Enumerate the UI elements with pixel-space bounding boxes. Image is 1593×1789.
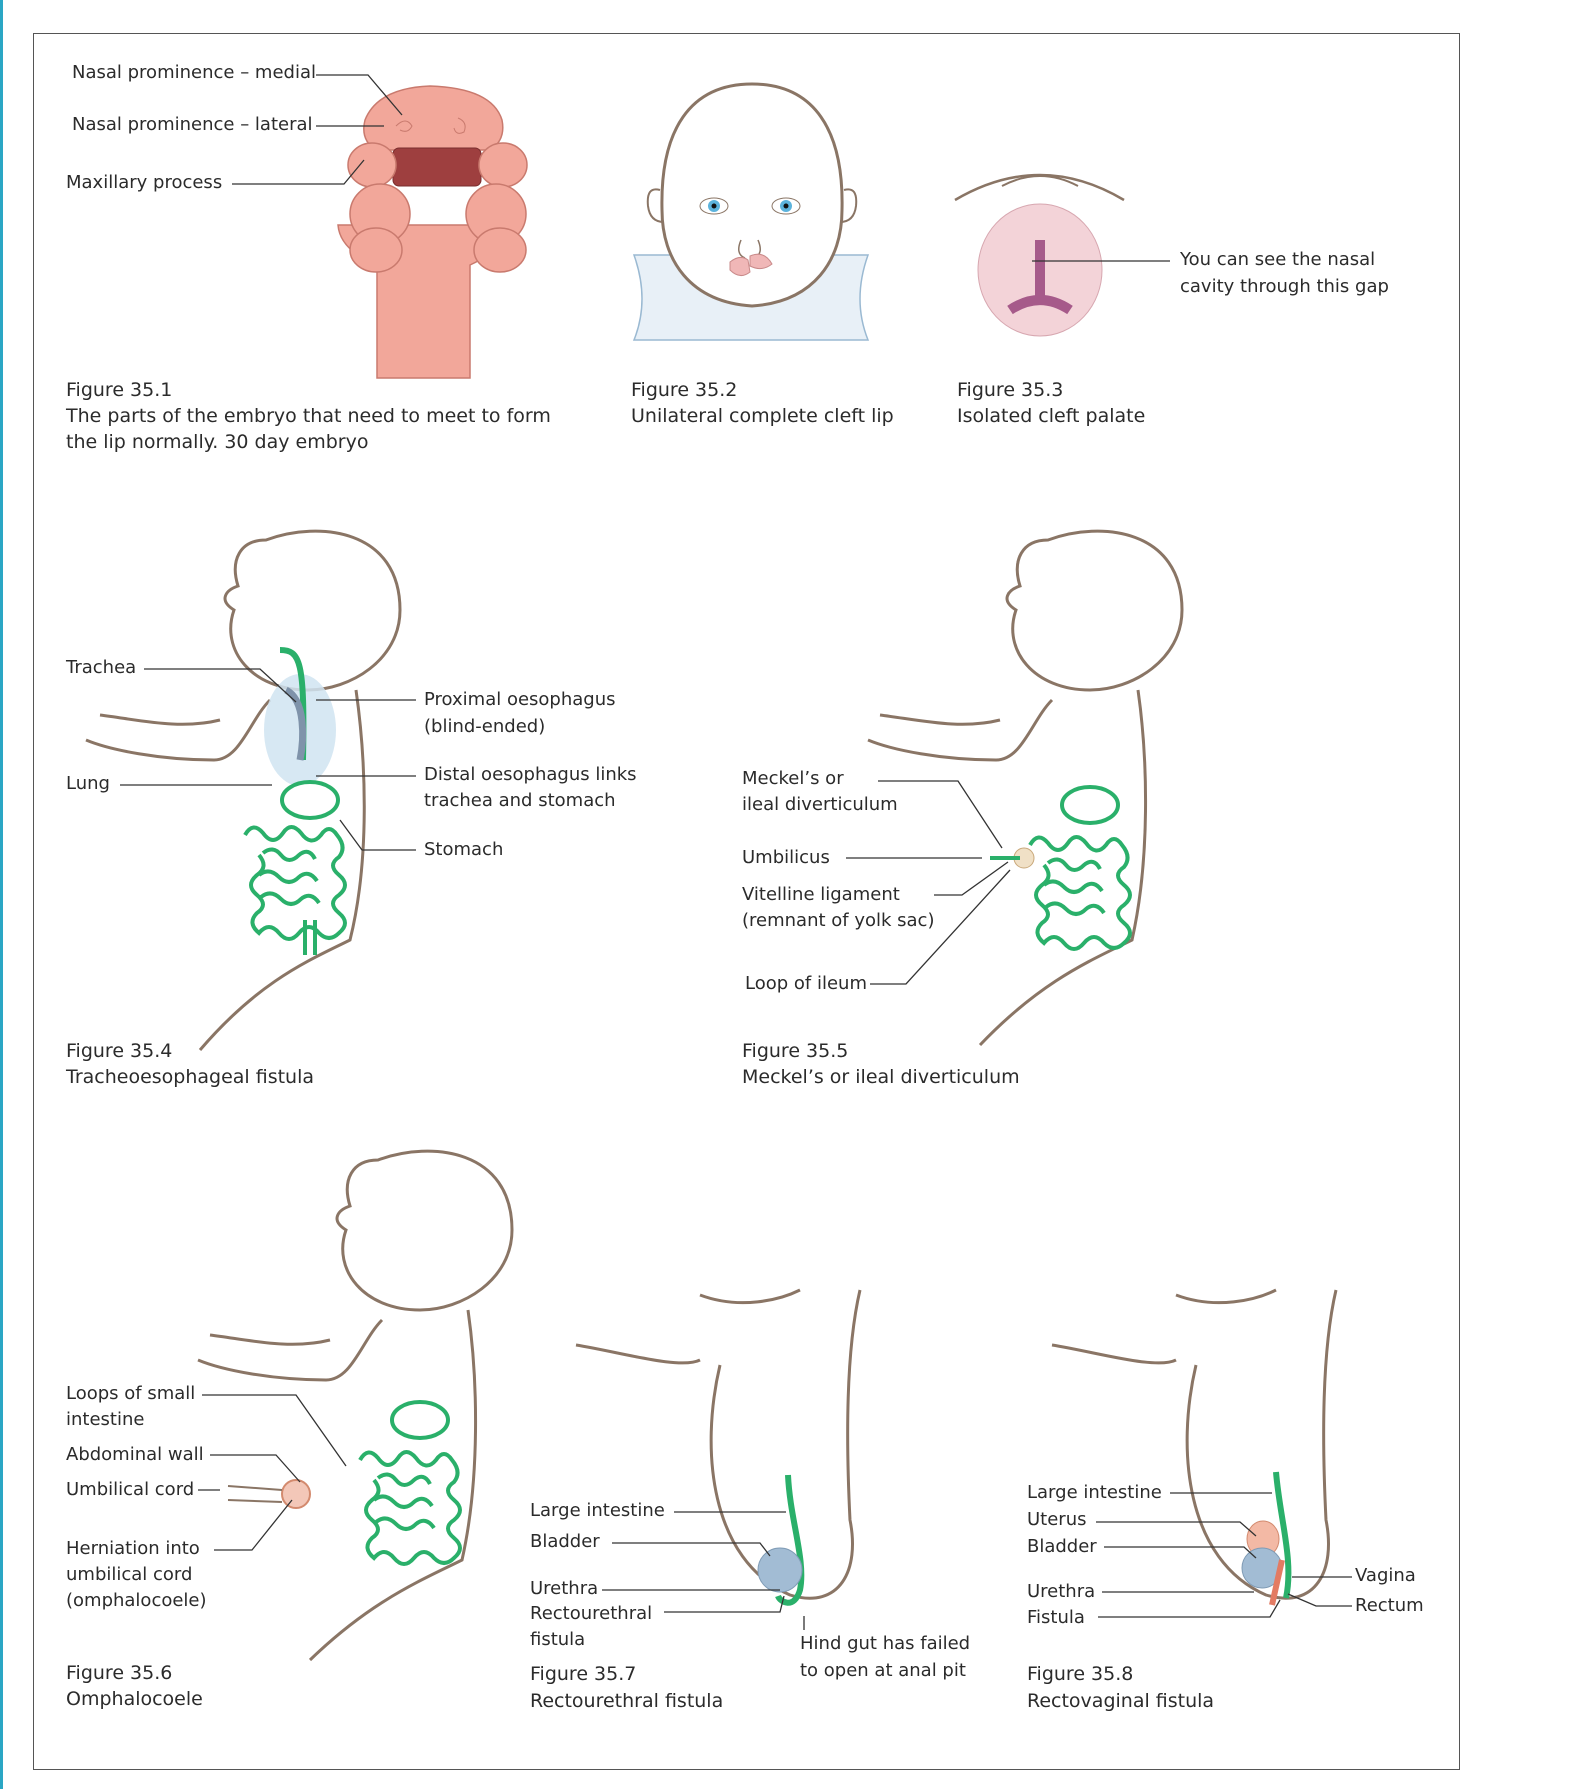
label-umbilicus: Umbilicus — [742, 847, 830, 868]
torso-drawing-35-8 — [1051, 1288, 1338, 1600]
cleft-palate-drawing — [954, 173, 1125, 337]
torso-drawing-35-7 — [575, 1288, 862, 1600]
label-into-umbilical-cord: umbilical cord — [66, 1564, 193, 1585]
fig35-2-caption: Unilateral complete cleft lip — [631, 405, 894, 427]
label-uterus: Uterus — [1027, 1509, 1087, 1530]
label-proximal-oesophagus: Proximal oesophagus — [424, 689, 616, 710]
fig35-1-caption-line1: The parts of the embryo that need to mee… — [66, 405, 551, 427]
label-vitelline-ligament: Vitelline ligament — [742, 884, 900, 905]
label-trachea: Trachea — [66, 657, 137, 678]
label-abdominal-wall: Abdominal wall — [66, 1444, 204, 1465]
leader-lines — [120, 74, 1352, 1630]
fig35-4-caption: Tracheoesophageal fistula — [66, 1066, 315, 1088]
label-ileal-diverticulum: ileal diverticulum — [742, 794, 898, 815]
label-loops-small-intestine: Loops of small — [66, 1383, 196, 1404]
label-distal-oesophagus: Distal oesophagus links — [424, 764, 637, 785]
embryo-face-drawing — [337, 85, 528, 379]
label-meckels: Meckel’s or — [742, 768, 844, 789]
label-anal-pit: to open at anal pit — [800, 1660, 966, 1681]
label-hind-gut: Hind gut has failed — [800, 1633, 971, 1654]
fig35-6-number: Figure 35.6 — [66, 1662, 173, 1684]
label-fistula-35-7: fistula — [530, 1629, 586, 1650]
fig35-1-caption-line2: the lip normally. 30 day embryo — [66, 431, 369, 453]
omphalocoele-tract-35-6 — [227, 1400, 462, 1566]
fig35-5-caption: Meckel’s or ileal diverticulum — [742, 1066, 1020, 1088]
label-nasal-lateral: Nasal prominence – lateral — [72, 114, 313, 135]
label-lung: Lung — [66, 773, 110, 794]
label-stomach: Stomach — [424, 839, 504, 860]
label-rectum: Rectum — [1355, 1595, 1424, 1616]
label-urethra-35-8: Urethra — [1027, 1581, 1096, 1602]
baby-face-drawing — [632, 82, 870, 341]
label-yolk-sac-remnant: (remnant of yolk sac) — [742, 910, 935, 931]
label-nasal-gap-line1: You can see the nasal — [1180, 249, 1376, 270]
rectourethral-organs-35-7 — [757, 1474, 805, 1606]
accent-bar — [0, 0, 3, 1789]
label-urethra-35-7: Urethra — [530, 1578, 599, 1599]
label-loop-of-ileum: Loop of ileum — [745, 973, 867, 994]
label-nasal-medial: Nasal prominence – medial — [72, 62, 316, 83]
label-bladder-35-7: Bladder — [530, 1531, 600, 1552]
fig35-3-caption: Isolated cleft palate — [957, 405, 1146, 427]
baby-side-drawing-35-6 — [197, 1149, 514, 1662]
fig35-3-number: Figure 35.3 — [957, 379, 1064, 401]
fig35-4-number: Figure 35.4 — [66, 1040, 173, 1062]
label-vagina: Vagina — [1355, 1565, 1416, 1586]
label-large-intestine-35-8: Large intestine — [1027, 1482, 1162, 1503]
label-umbilical-cord: Umbilical cord — [66, 1479, 195, 1500]
label-trachea-and-stomach: trachea and stomach — [424, 790, 616, 811]
fig35-7-number: Figure 35.7 — [530, 1663, 637, 1685]
rectovaginal-organs-35-8 — [1241, 1471, 1292, 1606]
label-rectourethral: Rectourethral — [530, 1603, 653, 1624]
fig35-5-number: Figure 35.5 — [742, 1040, 849, 1062]
label-maxillary-process: Maxillary process — [66, 172, 223, 193]
label-herniation: Herniation into — [66, 1538, 200, 1559]
label-blind-ended: (blind-ended) — [424, 716, 546, 737]
fig35-8-number: Figure 35.8 — [1027, 1663, 1134, 1685]
label-omphalocoele: (omphalocoele) — [66, 1590, 207, 1611]
label-nasal-gap-line2: cavity through this gap — [1180, 276, 1389, 297]
fig35-7-caption: Rectourethral fistula — [530, 1690, 724, 1712]
label-intestine: intestine — [66, 1409, 145, 1430]
label-fistula-35-8: Fistula — [1027, 1607, 1085, 1628]
digestive-tract-35-4 — [243, 647, 347, 955]
label-bladder-35-8: Bladder — [1027, 1536, 1097, 1557]
baby-side-drawing-35-4 — [85, 529, 402, 1051]
baby-side-drawing-35-5 — [867, 529, 1184, 1047]
fig35-1-number: Figure 35.1 — [66, 379, 173, 401]
digestive-tract-35-5 — [990, 785, 1132, 951]
figure-frame — [33, 33, 1460, 1770]
fig35-8-caption: Rectovaginal fistula — [1027, 1690, 1215, 1712]
label-large-intestine-35-7: Large intestine — [530, 1500, 665, 1521]
fig35-6-caption: Omphalocoele — [66, 1688, 203, 1710]
fig35-2-number: Figure 35.2 — [631, 379, 738, 401]
